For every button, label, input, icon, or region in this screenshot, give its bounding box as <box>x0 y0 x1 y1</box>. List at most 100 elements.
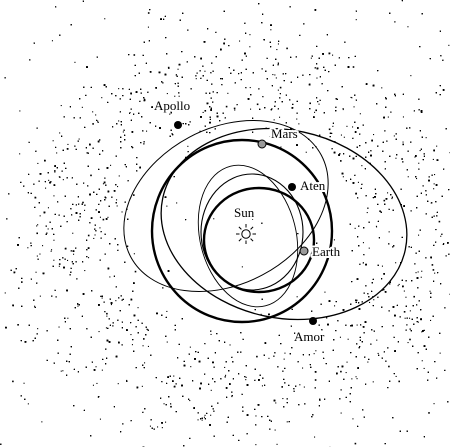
asteroid-dot <box>63 266 65 269</box>
asteroid-dot <box>130 322 132 324</box>
asteroid-dot <box>377 203 379 205</box>
asteroid-dot <box>223 10 225 12</box>
asteroid-dot <box>263 39 265 41</box>
asteroid-dot <box>302 367 304 369</box>
asteroid-dot <box>394 93 396 95</box>
asteroid-dot <box>70 346 72 348</box>
asteroid-dot <box>178 95 180 97</box>
asteroid-dot <box>212 70 214 72</box>
asteroid-dot <box>136 386 139 389</box>
asteroid-dot <box>221 84 223 86</box>
asteroid-dot <box>120 124 122 126</box>
asteroid-dot <box>234 82 236 84</box>
asteroid-dot <box>44 159 46 162</box>
asteroid-dot <box>144 98 146 100</box>
asteroid-dot <box>113 190 116 192</box>
asteroid-dot <box>433 149 435 152</box>
asteroid-dot <box>133 282 135 284</box>
asteroid-dot <box>74 61 76 63</box>
asteroid-dot <box>431 216 433 218</box>
asteroid-dot <box>416 321 418 323</box>
asteroid-dot <box>75 247 77 249</box>
asteroid-dot <box>354 442 357 445</box>
asteroid-dot <box>308 83 311 86</box>
asteroid-dot <box>290 81 292 83</box>
asteroid-dot <box>188 353 190 355</box>
asteroid-dot <box>443 168 445 170</box>
asteroid-dot <box>90 86 92 88</box>
asteroid-dot <box>290 56 292 58</box>
asteroid-dot <box>140 142 142 144</box>
asteroid-dot <box>260 313 262 315</box>
asteroid-dot <box>214 352 216 354</box>
asteroid-dot <box>361 165 363 167</box>
asteroid-dot <box>39 173 42 175</box>
asteroid-dot <box>128 88 130 90</box>
asteroid-dot <box>354 131 357 133</box>
asteroid-dot <box>363 292 365 294</box>
asteroid-dot <box>213 435 215 437</box>
asteroid-dot <box>409 310 411 312</box>
asteroid-dot <box>232 378 234 380</box>
asteroid-dot <box>201 419 203 421</box>
asteroid-dot <box>203 41 206 43</box>
asteroid-dot <box>351 324 353 327</box>
asteroid-dot <box>117 249 119 251</box>
asteroid-dot <box>410 246 412 248</box>
asteroid-dot <box>77 305 79 307</box>
asteroid-dot <box>82 0 84 2</box>
asteroid-dot <box>116 199 118 201</box>
asteroid-dot <box>118 88 120 90</box>
asteroid-dot <box>54 289 56 291</box>
asteroid-dot <box>439 332 441 334</box>
asteroid-dot <box>355 10 357 12</box>
asteroid-dot <box>99 216 101 218</box>
asteroid-dot <box>224 376 226 378</box>
asteroid-dot <box>161 314 163 316</box>
asteroid-dot <box>312 414 314 416</box>
asteroid-dot <box>332 122 334 124</box>
asteroid-dot <box>73 405 75 407</box>
asteroid-dot <box>204 70 206 72</box>
asteroid-dot <box>230 72 232 74</box>
asteroid-dot <box>419 229 421 231</box>
asteroid-dot <box>103 181 106 184</box>
asteroid-dot <box>402 161 404 163</box>
asteroid-dot <box>166 382 168 384</box>
asteroid-dot <box>245 68 247 70</box>
asteroid-dot <box>4 77 6 79</box>
asteroid-dot <box>163 403 165 405</box>
asteroid-dot <box>371 282 373 284</box>
asteroid-dot <box>395 133 397 135</box>
asteroid-dot <box>269 419 271 421</box>
asteroid-dot <box>398 380 400 383</box>
asteroid-dot <box>278 334 280 336</box>
asteroid-dot <box>245 379 247 381</box>
asteroid-dot <box>427 379 429 381</box>
asteroid-dot <box>340 370 342 373</box>
asteroid-dot <box>416 207 418 209</box>
asteroid-dot <box>262 13 264 15</box>
asteroid-dot <box>338 154 340 156</box>
asteroid-dot <box>99 153 101 155</box>
asteroid-dot <box>417 352 419 354</box>
asteroid-dot <box>409 338 411 341</box>
asteroid-dot <box>45 187 47 189</box>
asteroid-dot <box>395 375 397 377</box>
asteroid-dot <box>36 225 38 227</box>
asteroid-dot <box>406 127 408 129</box>
asteroid-dot <box>445 128 447 130</box>
asteroid-dot <box>324 69 326 71</box>
asteroid-dot <box>428 176 430 178</box>
asteroid-dot <box>112 126 114 128</box>
asteroid-dot <box>164 196 167 198</box>
asteroid-dot <box>405 329 407 331</box>
asteroid-dot <box>69 106 71 108</box>
asteroid-dot <box>356 343 358 345</box>
asteroid-dot <box>97 121 99 123</box>
asteroid-dot <box>274 352 276 354</box>
asteroid-dot <box>250 108 252 110</box>
asteroid-dot <box>79 213 81 215</box>
asteroid-dot <box>126 380 128 382</box>
asteroid-dot <box>295 56 297 58</box>
